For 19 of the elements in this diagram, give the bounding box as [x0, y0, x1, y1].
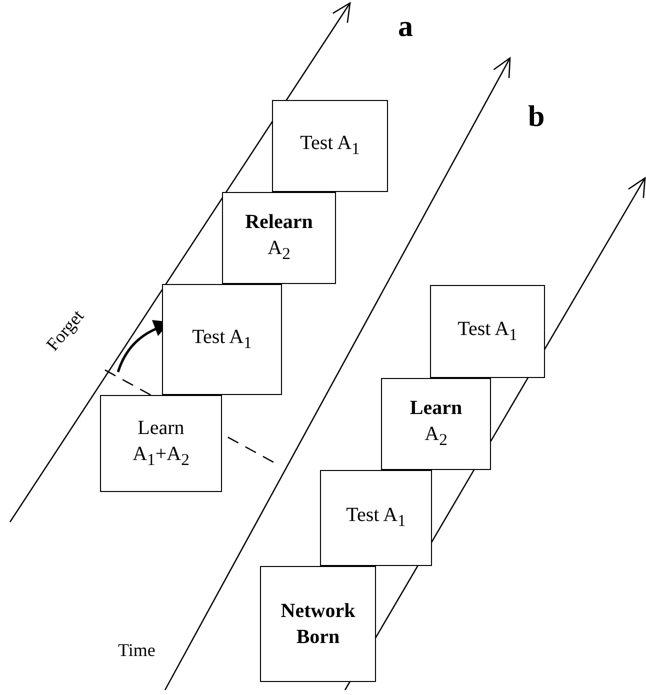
step-label: Network Born — [280, 599, 356, 650]
step-label: Learn A$_{2}$ — [408, 396, 464, 451]
step-label: Relearn A$_{2}$ — [244, 210, 314, 265]
step-box — [272, 100, 388, 192]
time-label: Time — [118, 640, 156, 661]
step-label: Test A$_{1}$ — [300, 131, 360, 160]
step-box — [430, 285, 545, 378]
step-label: Test A$_{1}$ — [192, 324, 252, 354]
step-label: Learn A$_{1}$+A$_{2}$ — [132, 416, 190, 470]
step-box — [222, 192, 336, 284]
step-label: Test A$_{1}$ — [346, 503, 406, 532]
panel-letter: b — [528, 100, 545, 134]
step-box — [162, 284, 282, 395]
panel-letter: a — [398, 10, 413, 44]
step-box — [260, 566, 376, 682]
step-box — [320, 470, 432, 566]
step-box — [381, 378, 491, 470]
step-box — [100, 395, 222, 492]
step-label: Test A$_{1}$ — [458, 316, 518, 346]
